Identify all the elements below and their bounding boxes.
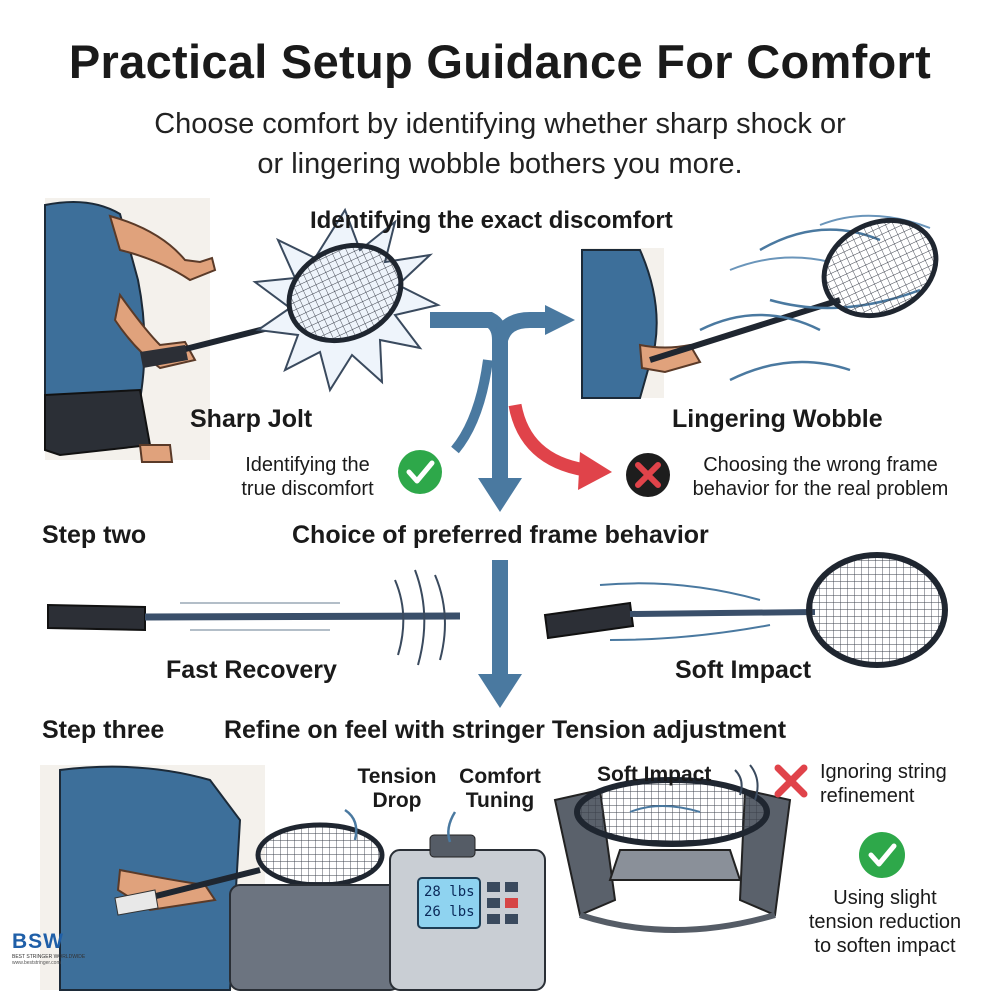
note-line: to soften impact: [814, 935, 956, 957]
logo-text: BSW: [12, 930, 64, 953]
slight-reduction-note: Using slight tension reduction to soften…: [800, 886, 970, 958]
page-subtitle: Choose comfort by identifying whether sh…: [100, 104, 900, 184]
ignoring-refinement-note: Ignoring string refinement: [820, 760, 970, 808]
subtitle-line: Choose comfort by identifying whether sh…: [154, 108, 846, 140]
bsw-logo: BSW BEST STRINGER WORLDWIDE www.beststri…: [12, 930, 102, 985]
lingering-wobble-label: Lingering Wobble: [672, 405, 883, 433]
step2-heading: Choice of preferred frame behavior: [292, 521, 709, 549]
soft-impact-label: Soft Impact: [675, 656, 812, 684]
comfort-tuning-callout: Comfort Tuning: [455, 765, 545, 813]
callout-line: Drop: [372, 789, 422, 812]
callout-line: Tension: [357, 765, 437, 788]
tension-display-bottom: 26 lbs: [424, 904, 475, 920]
stringing-machine-right: [553, 764, 792, 933]
lingering-wobble-illustration: [581, 214, 939, 399]
subtitle-line: or lingering wobble bothers you more.: [257, 148, 743, 180]
logo-url: www.beststringer.com: [12, 960, 61, 966]
note-line: refinement: [820, 785, 915, 807]
step3-heading: Refine on feel with stringer Tension adj…: [224, 716, 787, 744]
fast-recovery-label: Fast Recovery: [166, 656, 337, 684]
page-title: Practical Setup Guidance For Comfort: [68, 35, 932, 88]
soft-impact-callout: Soft Impact: [597, 763, 712, 786]
note-line: Ignoring string: [820, 761, 947, 783]
callout-line: Comfort: [459, 765, 541, 788]
flow-arrows: [430, 305, 612, 708]
sharp-jolt-label: Sharp Jolt: [190, 405, 313, 433]
check-icon: [859, 832, 905, 878]
fast-recovery-racket: [47, 569, 461, 666]
note-line: Choosing the wrong frame: [703, 454, 938, 476]
note-line: Using slight: [833, 887, 937, 909]
step-three-label: Step three: [42, 716, 165, 744]
tension-display-top: 28 lbs: [424, 884, 475, 900]
step-two-label: Step two: [42, 521, 147, 549]
cross-icon: [774, 764, 808, 798]
stringing-machine-left: [40, 765, 546, 991]
note-line: tension reduction: [808, 911, 962, 933]
sharp-jolt-illustration: [44, 198, 441, 463]
note-line: true discomfort: [241, 478, 374, 500]
callout-line: Tuning: [465, 789, 535, 812]
tension-drop-callout: Tension Drop: [352, 765, 442, 813]
soft-impact-racket: [543, 552, 948, 668]
wrong-note: Choosing the wrong frame behavior for th…: [678, 453, 963, 501]
correct-note: Identifying the true discomfort: [225, 453, 390, 501]
cross-icon: [626, 453, 670, 497]
step1-heading: Identifying the exact discomfort: [310, 207, 673, 234]
note-line: Identifying the: [245, 454, 370, 476]
logo-tagline: BEST STRINGER WORLDWIDE: [12, 954, 86, 960]
note-line: behavior for the real problem: [692, 478, 949, 500]
check-icon: [398, 450, 442, 494]
